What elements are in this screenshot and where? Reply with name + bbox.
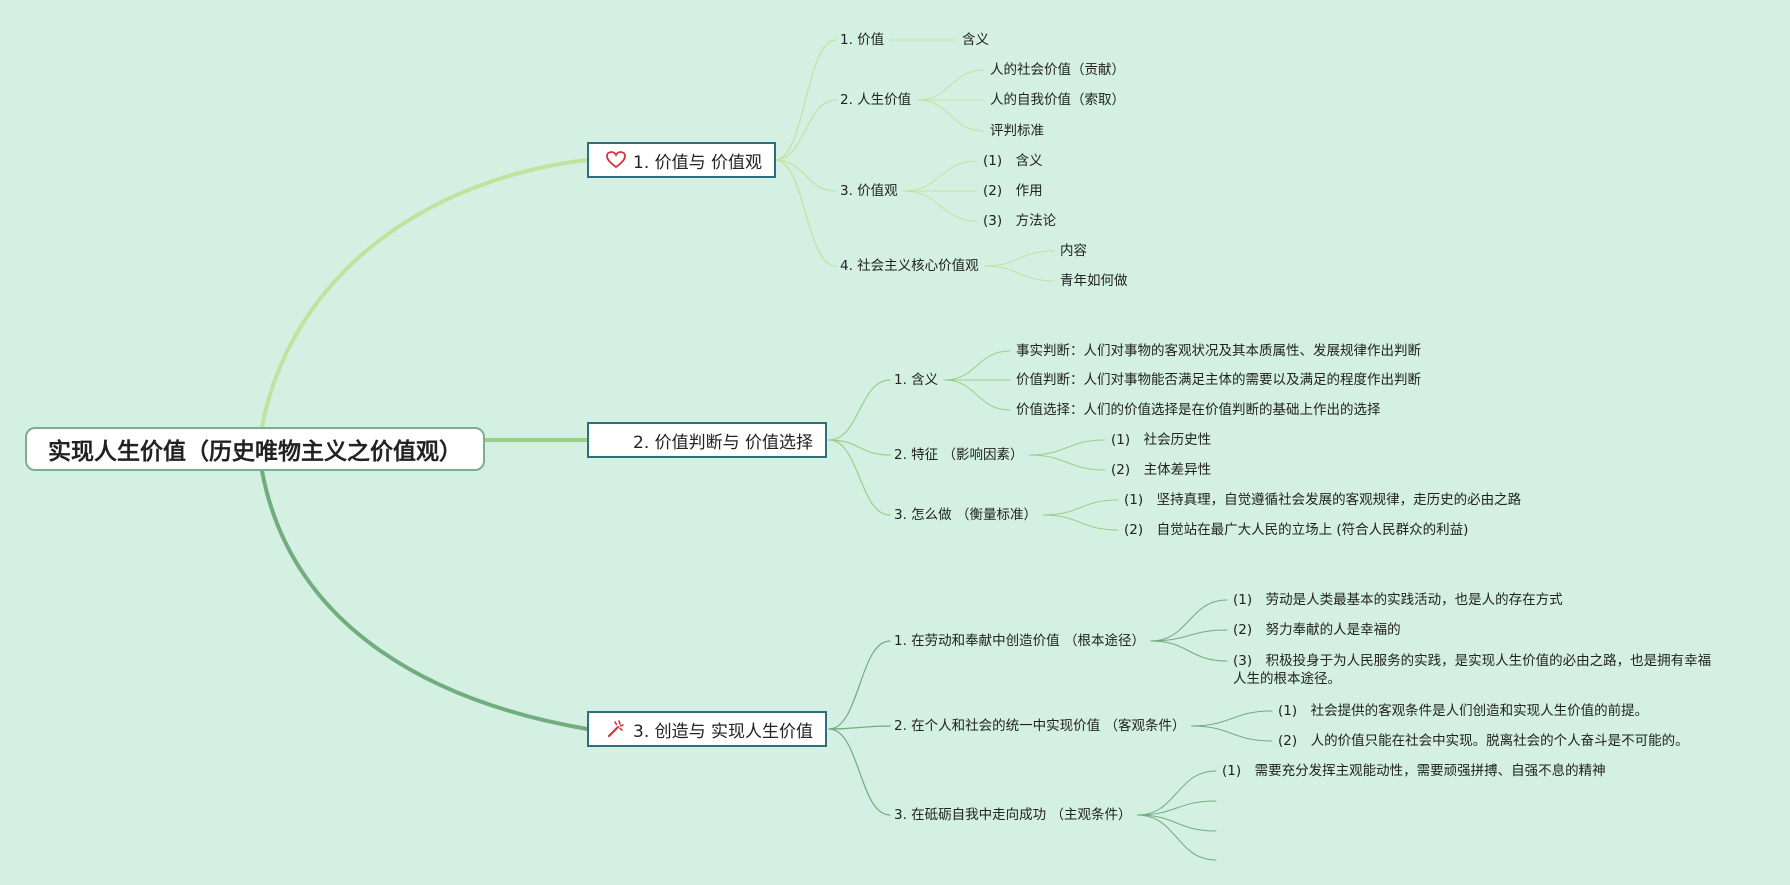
connector-leaf-1-2-3	[916, 99, 985, 132]
connector-branch-1-sub-4	[774, 159, 837, 267]
subtopic-2-1[interactable]: 1. 含义	[894, 372, 939, 388]
leaf-2-1-1[interactable]: 事实判断：人们对事物的客观状况及其本质属性、发展规律作出判断	[1016, 343, 1421, 359]
connector-leaf-2-1-3	[943, 379, 1011, 411]
connector-root-branch-1	[260, 158, 589, 429]
leaf-3-1-1[interactable]: (1) 劳动是人类最基本的实践活动，也是人的存在方式	[1233, 592, 1563, 608]
branch-label: 3. 创造与 实现人生价值	[633, 721, 814, 742]
connector-leaf-1-2-1	[916, 69, 985, 101]
leaf-2-2-1[interactable]: (1) 社会历史性	[1111, 432, 1212, 448]
connector-leaf-2-2-1	[1028, 439, 1106, 456]
leaf-1-3-3[interactable]: (3) 方法论	[983, 213, 1057, 229]
connector-leaf-2-3-2	[1042, 514, 1119, 531]
connector-leaf-3-1-2	[1150, 629, 1228, 642]
connector-leaf-3-3-1	[1136, 770, 1217, 816]
connector-branch-3-sub-2	[828, 725, 891, 730]
connector-root-branch-3	[260, 469, 589, 731]
leaf-1-2-1[interactable]: 人的社会价值（贡献）	[990, 62, 1125, 78]
connector-leaf-3-1-1	[1150, 599, 1228, 642]
branch-label: 2. 价值判断与 价值选择	[633, 432, 814, 453]
leaf-2-3-2[interactable]: (2) 自觉站在最广大人民的立场上 (符合人民群众的利益)	[1124, 522, 1469, 538]
leaf-3-1-3[interactable]: (3) 积极投身于为人民服务的实践，是实现人生价值的必由之路，也是拥有幸福人生的…	[1233, 653, 1712, 687]
leaf-1-4-2[interactable]: 青年如何做	[1060, 273, 1128, 289]
branch-2[interactable]: 2. 价值判断与 价值选择	[587, 422, 828, 458]
heart-icon	[605, 149, 627, 171]
connector-leaf-3-3-4	[1136, 814, 1217, 861]
leaf-2-2-2[interactable]: (2) 主体差异性	[1111, 462, 1212, 478]
leaf-1-3-2[interactable]: (2) 作用	[983, 183, 1043, 199]
subtopic-1-4[interactable]: 4. 社会主义核心价值观	[840, 258, 979, 274]
connector-leaf-3-2-2	[1190, 725, 1273, 742]
leaf-3-1-2[interactable]: (2) 努力奉献的人是幸福的	[1233, 622, 1401, 638]
connector-branch-2-sub-1	[828, 379, 891, 441]
leaf-1-2-2[interactable]: 人的自我价值（索取）	[990, 92, 1125, 108]
branch-1[interactable]: 1. 价值与 价值观	[587, 142, 777, 178]
branch-3[interactable]: 3. 创造与 实现人生价值	[587, 711, 828, 747]
subtopic-1-2[interactable]: 2. 人生价值	[840, 92, 912, 108]
leaf-1-3-1[interactable]: (1) 含义	[983, 153, 1043, 169]
connector-branch-3-sub-1	[828, 640, 891, 730]
leaf-3-3-1[interactable]: (1) 需要充分发挥主观能动性，需要顽强拼搏、自强不息的精神	[1222, 763, 1606, 779]
connector-branch-1-sub-2	[774, 99, 837, 161]
connector-branch-1-sub-1	[774, 39, 837, 161]
leaf-1-1-1[interactable]: 含义	[962, 32, 989, 48]
fire-icon	[605, 429, 627, 451]
leaf-3-2-2[interactable]: (2) 人的价值只能在社会中实现。脱离社会的个人奋斗是不可能的。	[1278, 733, 1689, 749]
leaf-2-1-2[interactable]: 价值判断：人们对事物能否满足主体的需要以及满足的程度作出判断	[1016, 372, 1421, 388]
leaf-2-1-3[interactable]: 价值选择：人们的价值选择是在价值判断的基础上作出的选择	[1016, 402, 1381, 418]
leaf-1-2-3[interactable]: 评判标准	[990, 123, 1044, 139]
leaf-3-2-1[interactable]: (1) 社会提供的客观条件是人们创造和实现人生价值的前提。	[1278, 703, 1649, 719]
connector-leaf-1-4-2	[984, 265, 1055, 282]
connector-leaf-3-2-1	[1190, 710, 1273, 727]
connector-leaf-1-3-1	[903, 160, 978, 192]
sparkle-icon	[605, 718, 627, 740]
subtopic-3-3[interactable]: 3. 在砥砺自我中走向成功 （主观条件）	[894, 807, 1132, 823]
connector-branch-2-sub-3	[828, 439, 891, 516]
connector-leaf-3-3-3	[1136, 814, 1217, 832]
root-topic[interactable]: 实现人生价值（历史唯物主义之价值观）	[25, 427, 485, 471]
connector-leaf-3-3-2	[1136, 800, 1217, 816]
connector-leaf-2-3-1	[1042, 499, 1119, 516]
subtopic-2-3[interactable]: 3. 怎么做 （衡量标准）	[894, 507, 1037, 523]
subtopic-1-3[interactable]: 3. 价值观	[840, 183, 898, 199]
subtopic-2-2[interactable]: 2. 特征 （影响因素）	[894, 447, 1024, 463]
subtopic-3-1[interactable]: 1. 在劳动和奉献中创造价值 （根本途径）	[894, 633, 1145, 649]
connector-leaf-1-3-3	[903, 190, 978, 222]
leaf-1-4-1[interactable]: 内容	[1060, 243, 1087, 259]
connector-leaf-2-2-2	[1028, 454, 1106, 471]
branch-label: 1. 价值与 价值观	[633, 152, 763, 173]
subtopic-3-2[interactable]: 2. 在个人和社会的统一中实现价值 （客观条件）	[894, 718, 1186, 734]
connector-branch-3-sub-3	[828, 728, 891, 816]
connector-branch-2-sub-2	[828, 439, 891, 456]
connector-leaf-2-1-1	[943, 350, 1011, 381]
connector-leaf-3-1-3	[1150, 640, 1228, 662]
connector-branch-1-sub-3	[774, 159, 837, 192]
connector-leaf-1-4-1	[984, 250, 1055, 267]
subtopic-1-1[interactable]: 1. 价值	[840, 32, 885, 48]
leaf-2-3-1[interactable]: (1) 坚持真理，自觉遵循社会发展的客观规律，走历史的必由之路	[1124, 492, 1522, 508]
